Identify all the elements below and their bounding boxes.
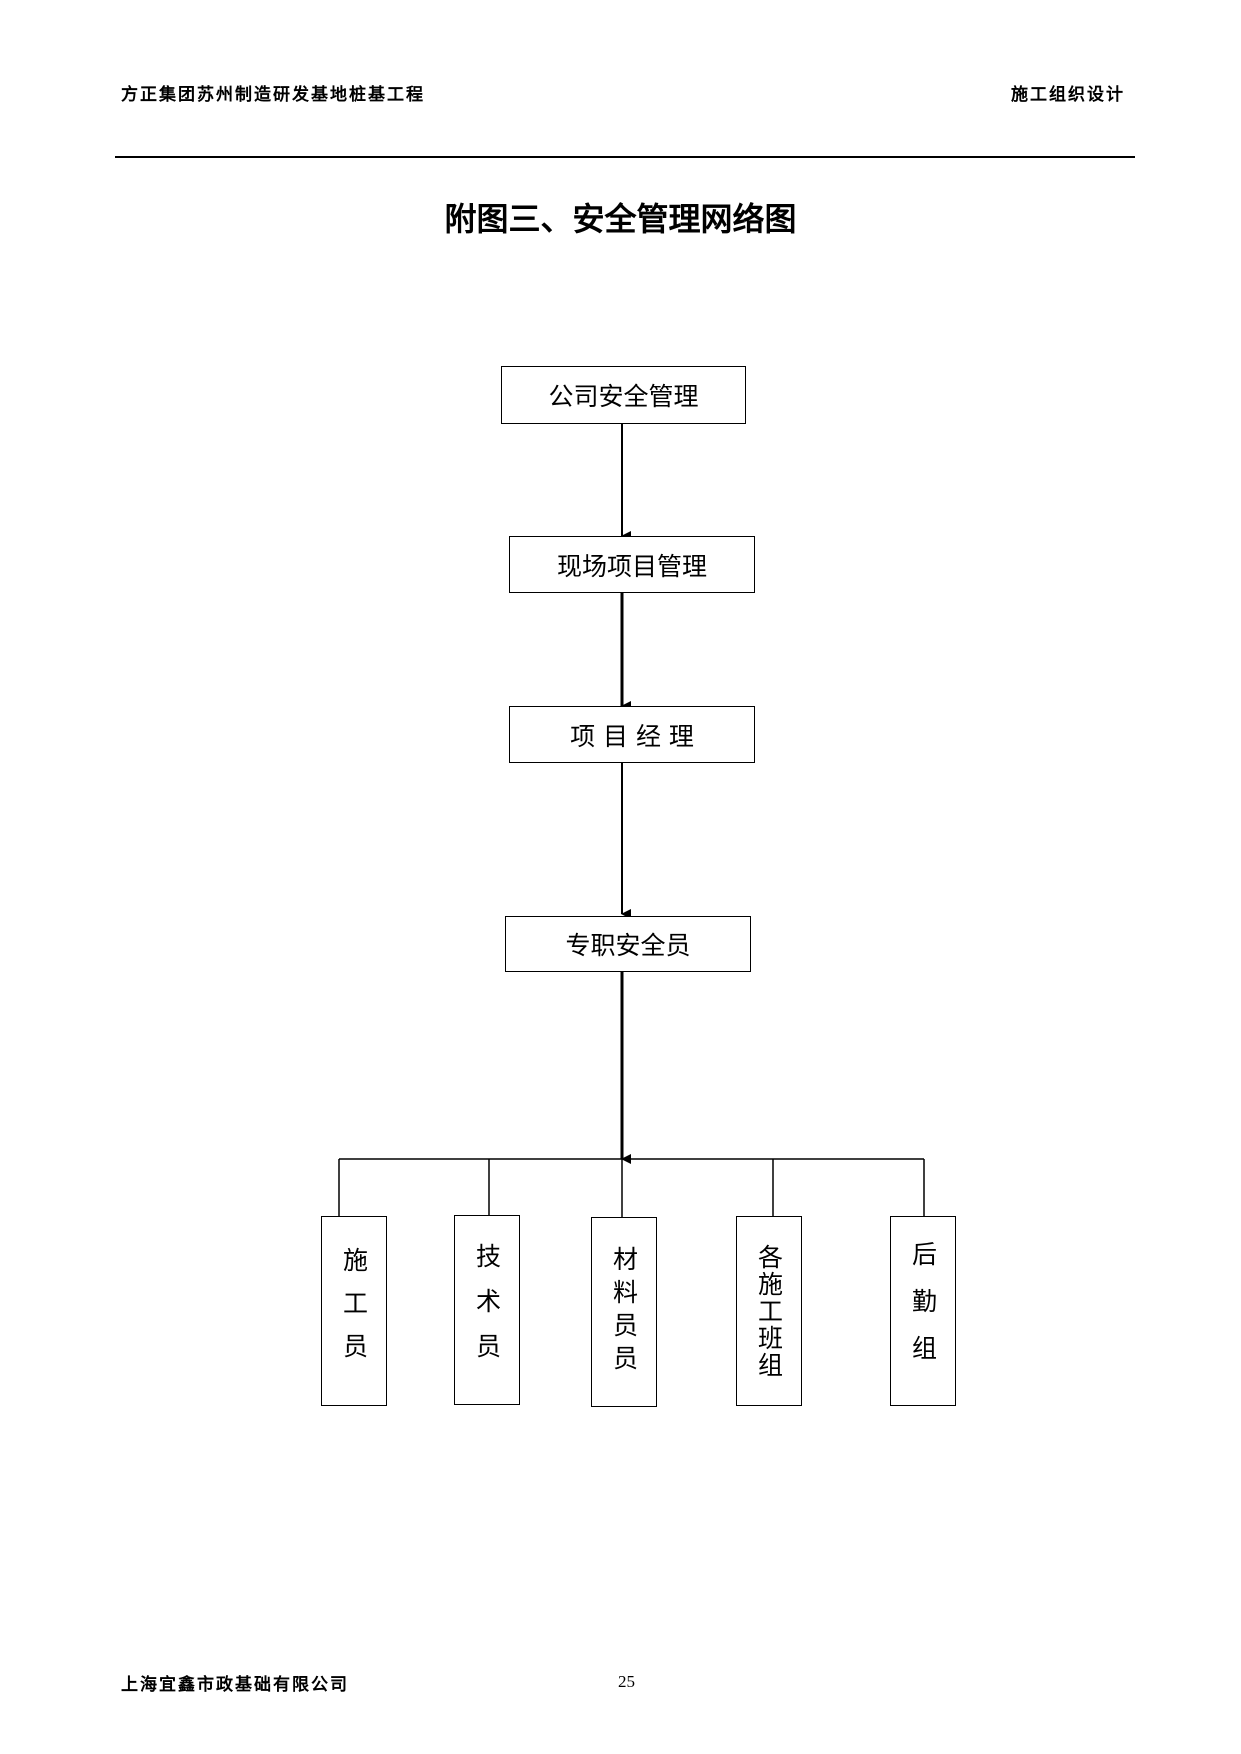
node-safety-officer: 专职安全员	[505, 916, 751, 972]
page-number: 25	[618, 1672, 635, 1691]
node-company-safety-management: 公司安全管理	[501, 366, 746, 424]
page-title: 附图三、安全管理网络图	[444, 200, 797, 238]
node-site-project-management: 现场项目管理	[509, 536, 755, 593]
header-rule	[115, 156, 1135, 158]
node-construction-teams: 各施工班组	[736, 1216, 802, 1406]
node-technician: 技术员	[454, 1215, 520, 1405]
header-project-name: 方正集团苏州制造研发基地桩基工程	[121, 85, 425, 105]
footer-company: 上海宜鑫市政基础有限公司	[121, 1675, 349, 1695]
node-logistics-team: 后勤组	[890, 1216, 956, 1406]
node-project-manager: 项 目 经 理	[509, 706, 755, 763]
header-doc-type: 施工组织设计	[1011, 85, 1125, 105]
node-construction-worker: 施工员	[321, 1216, 387, 1406]
node-material-staff: 材料员员	[591, 1217, 657, 1407]
